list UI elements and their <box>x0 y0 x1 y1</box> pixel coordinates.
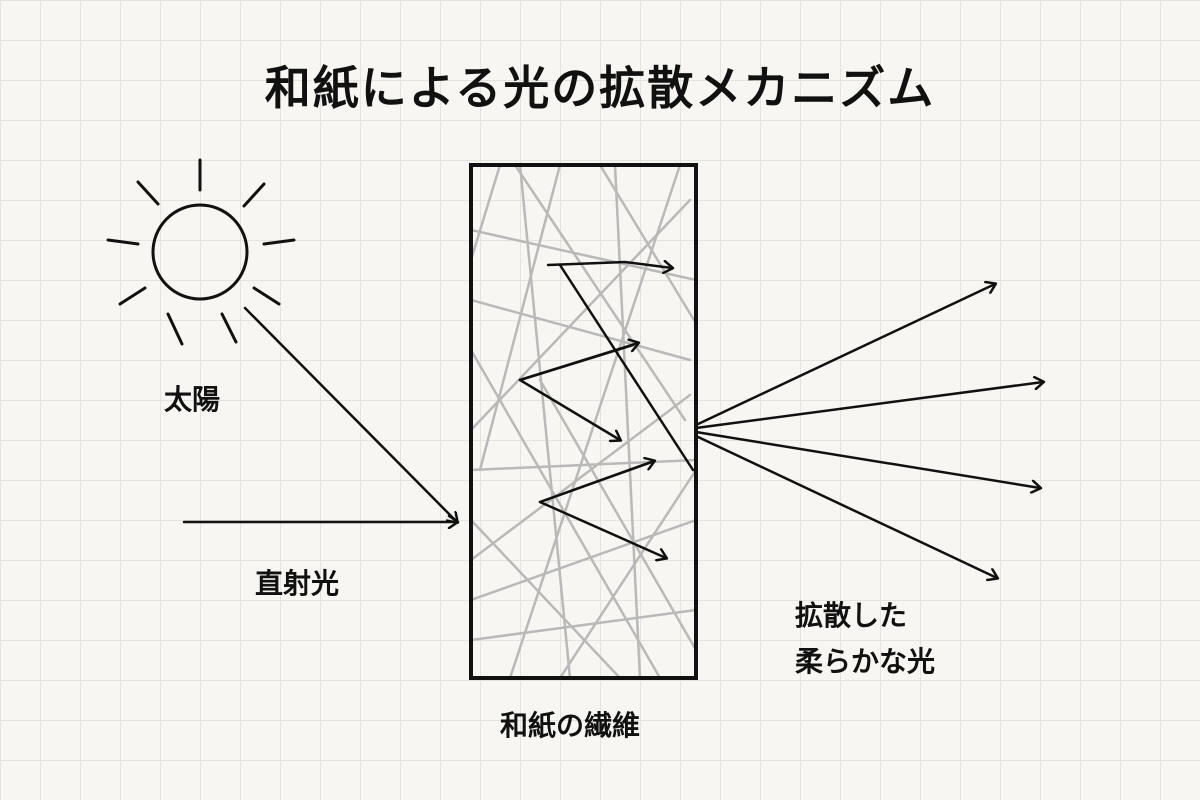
internal-scatter-paths <box>518 262 695 558</box>
washi-paper-frame <box>469 163 698 680</box>
diffused-rays <box>694 284 1043 578</box>
diffused-light-label-line1: 拡散した <box>795 599 908 632</box>
sun-label: 太陽 <box>164 383 221 416</box>
incoming-rays <box>182 306 457 522</box>
direct-light-label: 直射光 <box>255 567 340 600</box>
diagram-title: 和紙による光の拡散メカニズム <box>264 61 936 115</box>
sun-ray-arrow <box>243 306 457 522</box>
paper-fibers <box>471 165 696 678</box>
sun-icon <box>106 158 296 346</box>
diffused-light-label-line2: 柔らかな光 <box>795 645 936 678</box>
fibers-label: 和紙の繊維 <box>500 709 641 742</box>
